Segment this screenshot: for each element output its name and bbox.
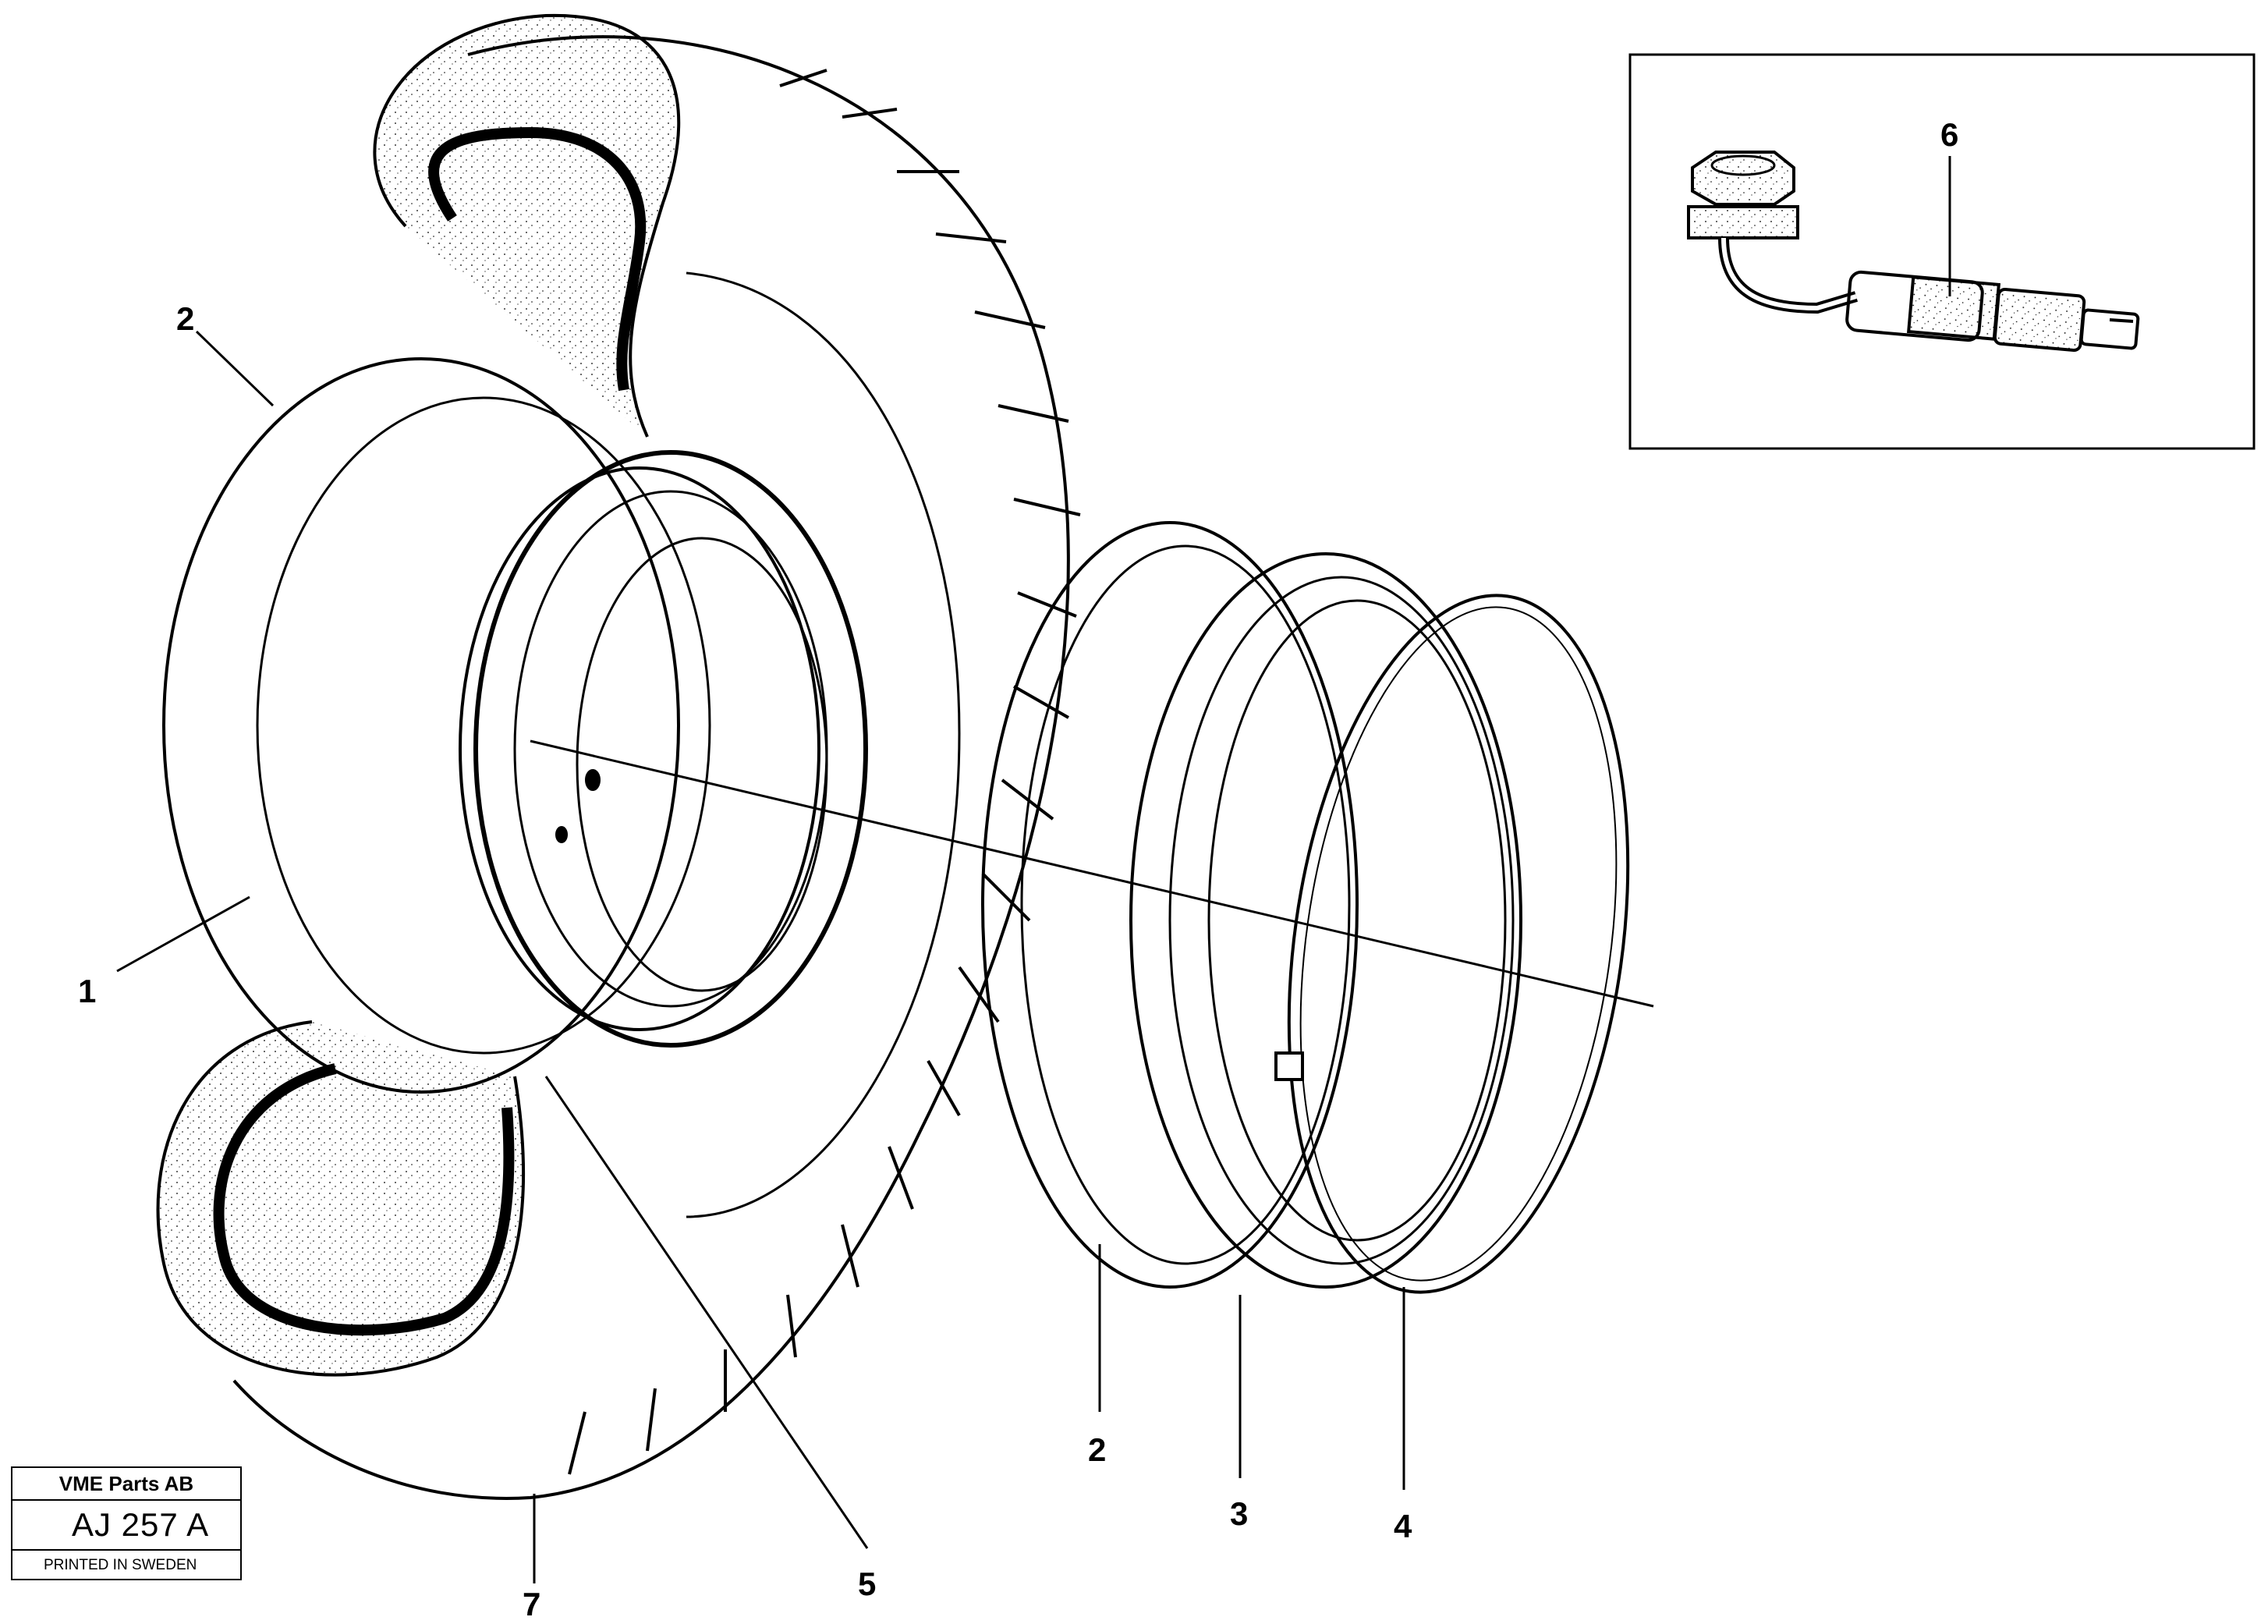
side-flange [981, 521, 1359, 1289]
callout-1: 1 [78, 973, 97, 1009]
bead-seat-band [1129, 552, 1522, 1289]
callout-6: 6 [1940, 116, 1959, 153]
stamp-printed: PRINTED IN SWEDEN [44, 1557, 197, 1573]
leader-lines [116, 156, 1951, 1583]
lock-ring [473, 450, 868, 1048]
title-stamp: VME Parts AB AJ 257 A PRINTED IN SWEDEN [11, 1466, 242, 1580]
callout-7: 7 [523, 1586, 541, 1622]
callout-2-bottom: 2 [1088, 1431, 1107, 1468]
wheel-rim [162, 357, 828, 1094]
stamp-company: VME Parts AB [12, 1468, 240, 1501]
o-ring [1274, 594, 1630, 1294]
callout-2-left: 2 [176, 300, 195, 337]
stamp-code: AJ 257 A [12, 1501, 240, 1551]
callout-5: 5 [858, 1565, 877, 1602]
valve-inset [1628, 53, 2256, 450]
assembly-axis [530, 739, 1654, 1008]
tyre [156, 13, 1081, 1500]
callout-3: 3 [1230, 1495, 1249, 1532]
callout-4: 4 [1394, 1508, 1412, 1544]
